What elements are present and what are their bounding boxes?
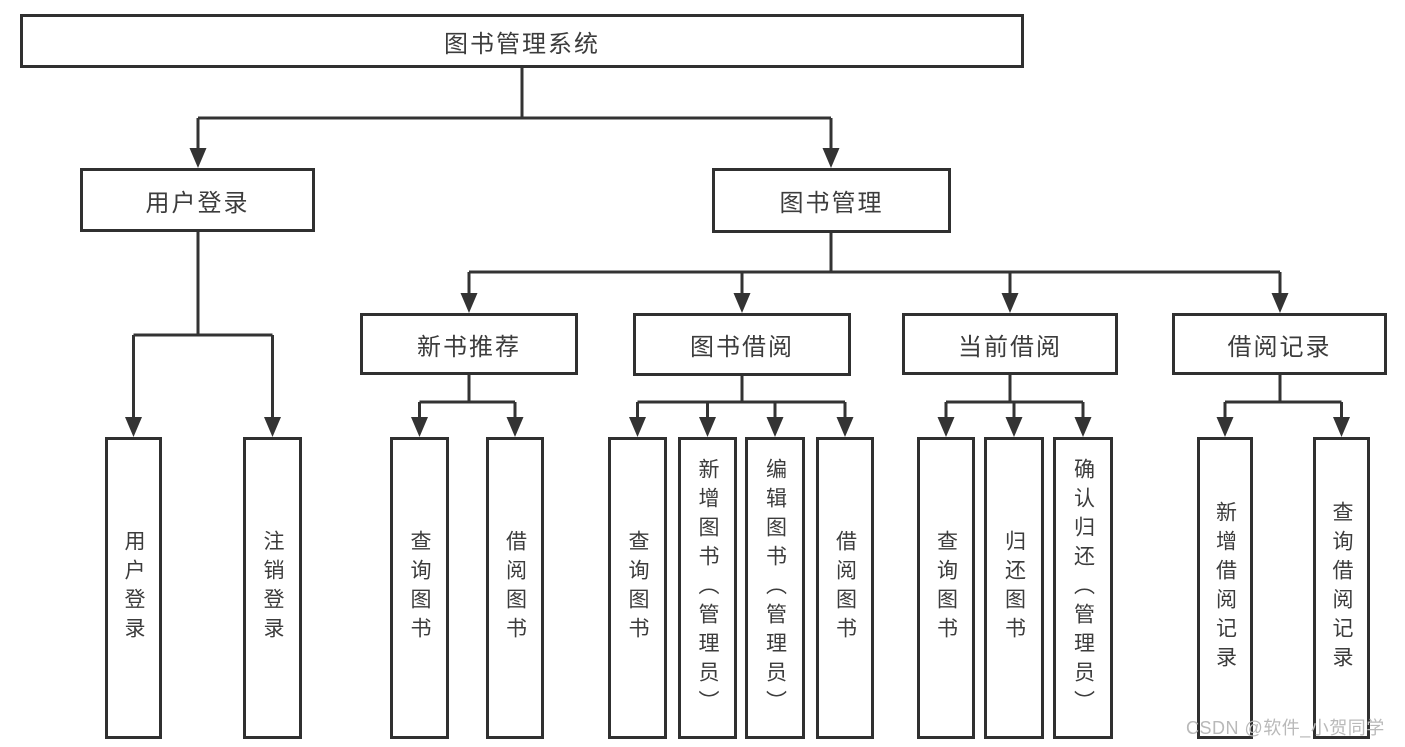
leaf-confirm-return-admin: 确认归还（管理员） — [1053, 437, 1113, 739]
leaf-logout-login: 注销登录 — [243, 437, 302, 739]
leaf-query-book-1: 查询图书 — [390, 437, 449, 739]
leaf-user-login: 用户登录 — [105, 437, 162, 739]
leaf-borrow-book-2: 借阅图书 — [816, 437, 874, 739]
leaf-query-book-3: 查询图书 — [917, 437, 975, 739]
node-new-book-recommend: 新书推荐 — [360, 313, 578, 375]
leaf-add-book-admin: 新增图书（管理员） — [678, 437, 737, 739]
watermark: CSDN @软件_小贺同学 — [1186, 718, 1385, 738]
leaf-return-book: 归还图书 — [984, 437, 1044, 739]
node-book-borrow: 图书借阅 — [633, 313, 851, 376]
leaf-edit-book-admin: 编辑图书（管理员） — [745, 437, 805, 739]
leaf-borrow-book-1: 借阅图书 — [486, 437, 544, 739]
leaf-add-borrow-record: 新增借阅记录 — [1197, 437, 1253, 739]
node-borrow-records: 借阅记录 — [1172, 313, 1387, 375]
node-user-login: 用户登录 — [80, 168, 315, 232]
connector-lines — [132, 68, 1343, 421]
node-root: 图书管理系统 — [20, 14, 1024, 68]
node-current-borrow: 当前借阅 — [902, 313, 1118, 375]
node-book-management: 图书管理 — [712, 168, 951, 233]
leaf-query-book-2: 查询图书 — [608, 437, 667, 739]
leaf-query-borrow-record: 查询借阅记录 — [1313, 437, 1370, 739]
